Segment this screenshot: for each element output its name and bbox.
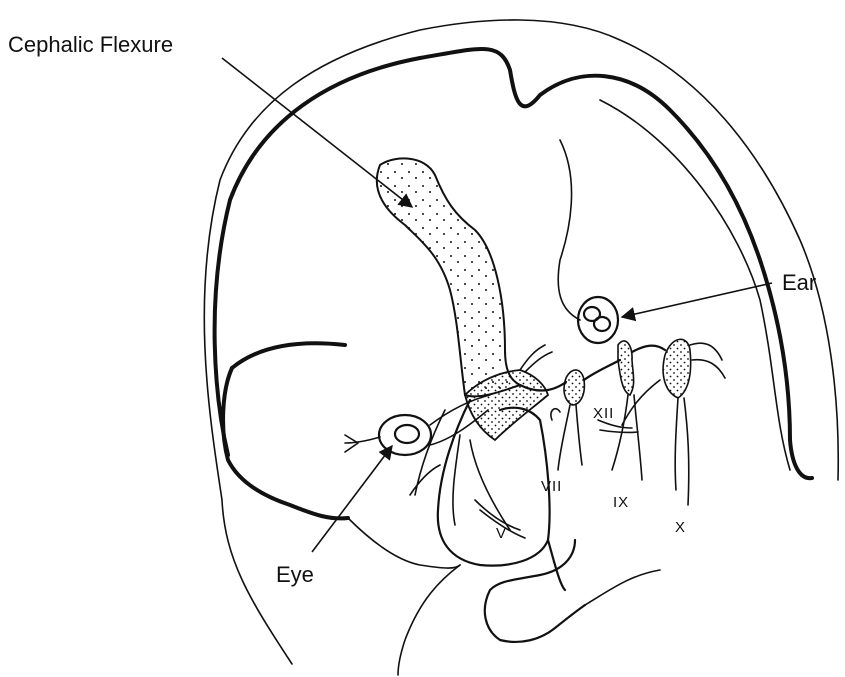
nerve-vii-branches xyxy=(551,405,582,470)
geniculate-ganglion xyxy=(564,370,584,405)
ear-vesicle xyxy=(578,297,618,343)
nerve-x-label: X xyxy=(675,519,686,536)
eye-label: Eye xyxy=(276,562,314,587)
midbrain-boundary xyxy=(558,140,580,320)
nerve-v-label: V xyxy=(496,525,507,542)
vagus-ganglion xyxy=(663,339,691,398)
nerve-ix-branches xyxy=(612,395,642,480)
hemisphere-sulcus xyxy=(232,343,345,368)
cephalic-flexure-label: Cephalic Flexure xyxy=(8,32,173,57)
cephalic-flexure-pointer xyxy=(222,58,412,207)
eye-vesicle xyxy=(379,415,431,455)
nerve-x-branches xyxy=(622,380,689,505)
nerve-xii-label: XII xyxy=(593,405,614,422)
nerve-vii-label: VII xyxy=(541,478,562,495)
cephalic-flexure-ventricle xyxy=(377,158,520,396)
ear-label: Ear xyxy=(782,270,816,295)
eye-pointer xyxy=(312,446,392,552)
neck-outline xyxy=(398,565,460,675)
glossopharyngeal-ganglion xyxy=(618,341,634,395)
lower-right-outline xyxy=(585,570,660,605)
nerve-ix-label: IX xyxy=(613,494,629,511)
hemisphere-lower-bulge xyxy=(223,368,348,518)
ear-pointer xyxy=(622,283,772,317)
